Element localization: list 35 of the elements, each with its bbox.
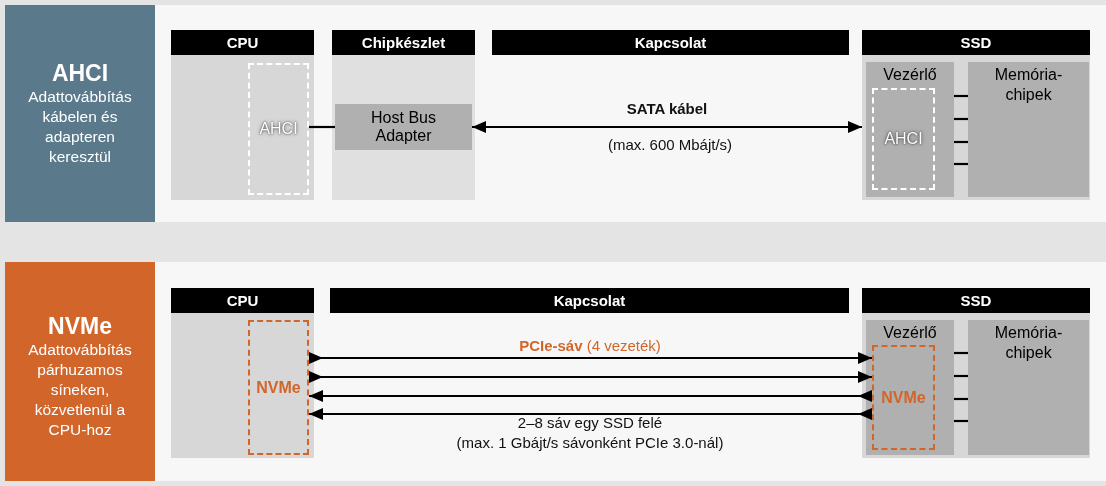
memory-label: Memória-chipek [993, 323, 1064, 363]
header-bar: Kapcsolat [330, 288, 849, 313]
interface-box: NVMe [248, 320, 309, 455]
column-header: CPU [171, 30, 314, 55]
column-header: CPU [171, 288, 314, 313]
panel-description: Adattovábbítás párhuzamos síneken, közvetlenül a CPU-hoz [27, 340, 133, 440]
controller-box [866, 320, 954, 455]
column-header: Chipkészlet [332, 30, 475, 55]
lane-count-note: 2–8 sáv egy SSD felé [517, 413, 663, 432]
controller-label: Vezérlő [882, 65, 938, 85]
component-panel [862, 288, 1090, 458]
speed-note: (max. 600 Mbájt/s) [607, 135, 733, 154]
panel-description: Adattovábbítás kábelen és adapteren keresztül [27, 87, 133, 167]
speed-note: (max. 1 Gbájt/s sávonként PCIe 3.0-nál) [456, 433, 724, 452]
side-panel [5, 262, 155, 481]
memory-box [968, 320, 1089, 455]
component-panel [171, 30, 314, 200]
header-bar: Kapcsolat [492, 30, 849, 55]
adapter-box: Host Bus Adapter [335, 104, 472, 150]
panel-title: AHCI [50, 59, 110, 87]
memory-box [968, 62, 1089, 197]
memory-label: Memória-chipek [993, 65, 1064, 105]
interface-box: NVMe [872, 345, 935, 450]
controller-label: Vezérlő [882, 323, 938, 343]
column-header: SSD [862, 288, 1090, 313]
interface-box: AHCI [248, 63, 309, 195]
controller-box [866, 62, 954, 197]
column-header: SSD [862, 30, 1090, 55]
component-panel [862, 30, 1090, 200]
interface-box: AHCI [872, 88, 935, 190]
lane-label: PCIe-sáv (4 vezeték) [519, 336, 661, 355]
side-panel [5, 5, 155, 222]
panel-title: NVMe [47, 312, 113, 340]
component-panel [171, 288, 314, 458]
component-panel [332, 30, 475, 200]
